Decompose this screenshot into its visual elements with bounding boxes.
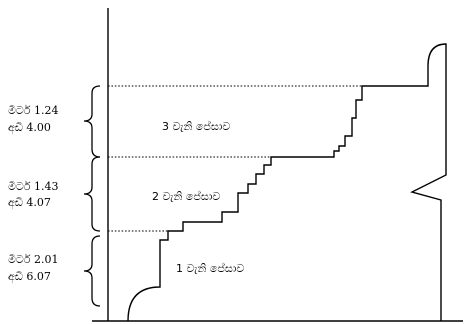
stepped-profile — [127, 43, 447, 322]
dimension-top-feet: අඩි 4.00 — [8, 121, 51, 135]
dimension-top-meters: මීටර් 1.24 — [8, 104, 58, 117]
zone-label-1: 1 වැනි පේසාව — [176, 261, 244, 275]
dimension-middle-meters: මීටර් 1.43 — [8, 180, 58, 193]
dimension-bottom-meters: මීටර් 2.01 — [8, 253, 58, 266]
dimension-brace-middle — [83, 156, 101, 232]
dimension-bottom-feet: අඩි 6.07 — [8, 270, 51, 284]
dimension-brace-top — [83, 85, 101, 158]
dimension-brace-bottom — [83, 235, 101, 307]
zone-label-2: 2 වැනි පේසාව — [152, 189, 220, 203]
zone-label-3: 3 වැනි පේසාව — [162, 119, 230, 133]
dimension-middle-feet: අඩි 4.07 — [8, 196, 51, 210]
